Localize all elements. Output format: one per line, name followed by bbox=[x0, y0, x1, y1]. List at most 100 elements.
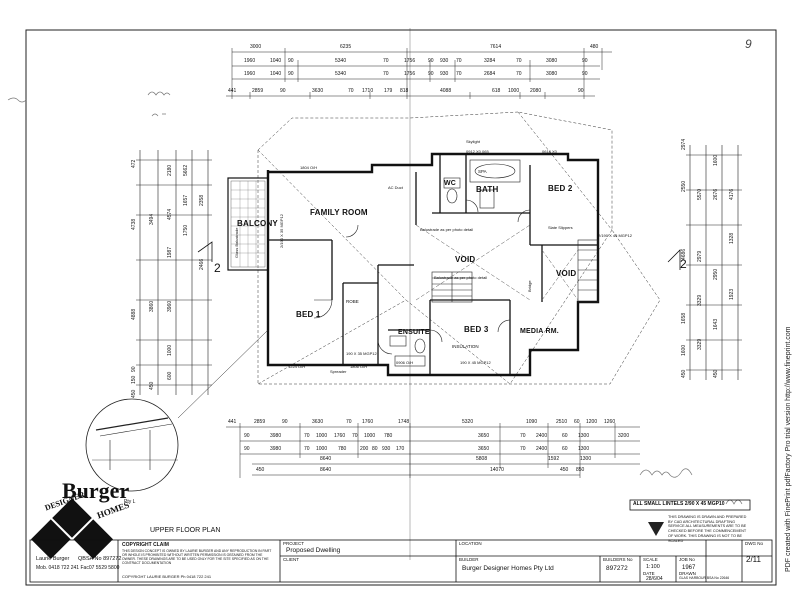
bottom-dim: 1760 bbox=[334, 433, 346, 439]
designer-name: Laurie Burger bbox=[36, 556, 70, 562]
left-dim: 450 bbox=[149, 381, 155, 390]
left-dim: 3860 bbox=[149, 300, 155, 312]
bottom-dim: 8640 bbox=[320, 456, 332, 462]
top-dim: 1756 bbox=[404, 71, 416, 77]
right-dim: 450 bbox=[713, 369, 719, 378]
pdf-watermark: PDF created with FinePrint pdfFactory Pr… bbox=[785, 326, 792, 572]
left-dim: 90 bbox=[131, 366, 137, 372]
right-dim: 2950 bbox=[713, 268, 719, 280]
top-dim: 90 bbox=[428, 58, 434, 64]
top-dim: 930 bbox=[440, 71, 449, 77]
top-dim: 70 bbox=[456, 58, 462, 64]
bottom-dim: 850 bbox=[576, 467, 585, 473]
top-dimension-chains bbox=[226, 48, 612, 99]
left-dim: 1000 bbox=[167, 344, 173, 356]
plan-title: UPPER FLOOR PLAN bbox=[150, 527, 221, 534]
top-dim: 4088 bbox=[440, 88, 452, 94]
right-dim: 3329 bbox=[697, 294, 703, 306]
right-dim: 4176 bbox=[729, 188, 735, 200]
bottom-dim: 1300 bbox=[578, 446, 590, 452]
top-dim: 1756 bbox=[404, 58, 416, 64]
left-dimension-chains bbox=[136, 150, 212, 395]
top-dim: 3630 bbox=[312, 88, 324, 94]
bottom-dim: 70 bbox=[304, 433, 310, 439]
project-value: Proposed Dwelling bbox=[286, 547, 341, 554]
top-dim: 3000 bbox=[250, 44, 262, 50]
bottom-dim: 1200 bbox=[586, 419, 598, 425]
top-dim: 7614 bbox=[490, 44, 502, 50]
left-dim: 5662 bbox=[183, 164, 189, 176]
date-value: 28/6/04 bbox=[646, 576, 663, 582]
room-label-robe: ROBE bbox=[346, 299, 359, 304]
room-label-bath: BATH bbox=[476, 185, 499, 194]
eave-detail-circle bbox=[85, 329, 269, 492]
bottom-dim: 3200 bbox=[618, 433, 630, 439]
bottom-dim: 14070 bbox=[490, 467, 504, 473]
right-dim: 3329 bbox=[697, 338, 703, 350]
room-label-insulation: INSULATION bbox=[452, 344, 479, 349]
annotation: Balustrade as per photo detail bbox=[434, 275, 488, 280]
left-dim: 4888 bbox=[131, 308, 137, 320]
annotation: Spreader bbox=[330, 369, 347, 374]
right-dim: 1600 bbox=[713, 154, 719, 166]
right-dim: 2676 bbox=[713, 188, 719, 200]
right-dim: 1923 bbox=[729, 288, 735, 300]
top-dim: 1960 bbox=[244, 58, 256, 64]
bottom-dim: 90 bbox=[282, 419, 288, 425]
annotation: 0912 X0 065 bbox=[466, 149, 489, 154]
bridge-stair-area bbox=[577, 239, 599, 303]
builders-no-label: BUILDERS No bbox=[603, 557, 633, 562]
left-dim: 3494 bbox=[149, 213, 155, 225]
annotation: AC Duct bbox=[388, 185, 403, 190]
bottom-dim: 3650 bbox=[478, 446, 490, 452]
left-dim: 2358 bbox=[199, 194, 205, 206]
builder-label: BUILDER bbox=[459, 557, 479, 562]
right-dim: 2979 bbox=[697, 250, 703, 262]
bottom-dim: 3650 bbox=[478, 433, 490, 439]
client-label: CLIENT bbox=[283, 557, 300, 562]
bottom-dim: 5320 bbox=[462, 419, 474, 425]
bottom-dim: 930 bbox=[382, 446, 391, 452]
top-dim: 90 bbox=[428, 71, 434, 77]
designer-qbsa: QBSA No 897272 bbox=[78, 556, 122, 562]
top-dim: 618 bbox=[492, 88, 501, 94]
bottom-dim: 70 bbox=[304, 446, 310, 452]
top-dim: 930 bbox=[440, 58, 449, 64]
left-dim: 1657 bbox=[183, 194, 189, 206]
right-dim: 5570 bbox=[697, 188, 703, 200]
annotation: 1804 O/H bbox=[300, 165, 318, 170]
bottom-dim: 1592 bbox=[548, 456, 560, 462]
section-marker-symbols bbox=[197, 241, 681, 270]
handwritten-marks bbox=[7, 91, 743, 505]
copyright-footer: COPYRIGHT LAURIE BURGER Ph 0418 722 241 bbox=[122, 574, 212, 579]
bottom-dim: 450 bbox=[560, 467, 569, 473]
annotation: 1224 O/H bbox=[288, 364, 306, 369]
date-label: DATE bbox=[643, 571, 655, 576]
dwg-value: 2/11 bbox=[746, 555, 761, 564]
bottom-dimension-chains bbox=[226, 423, 640, 478]
left-dim: 450 bbox=[131, 389, 137, 398]
top-dim: 818 bbox=[400, 88, 409, 94]
top-dim: 70 bbox=[383, 71, 389, 77]
bottom-dim: 2510 bbox=[556, 419, 568, 425]
room-label-balcony: BALCONY bbox=[237, 219, 278, 228]
room-label-media: MEDIA RM. bbox=[520, 328, 559, 335]
fixtures bbox=[389, 159, 521, 367]
lintels-note-box bbox=[629, 499, 751, 511]
lintels-note: ALL SMALL LINTELS 2/90 X 45 MGP10 bbox=[633, 501, 725, 507]
annotation: 0618 X0 bbox=[542, 149, 557, 154]
title-block-frame bbox=[29, 539, 773, 583]
top-dim: 90 bbox=[582, 58, 588, 64]
scale-label: SCALE bbox=[643, 557, 658, 562]
top-dim: 70 bbox=[456, 71, 462, 77]
room-label-bed3: BED 3 bbox=[464, 325, 489, 334]
bottom-dim: 1748 bbox=[398, 419, 410, 425]
left-dim: 2180 bbox=[167, 164, 173, 176]
top-dim: 1710 bbox=[362, 88, 374, 94]
top-dim: 5340 bbox=[335, 58, 347, 64]
right-dim: 2974 bbox=[681, 138, 687, 150]
job-label: JOB No bbox=[679, 557, 695, 562]
bottom-dim: 2400 bbox=[536, 433, 548, 439]
balcony-area bbox=[227, 177, 269, 271]
bottom-dim: 60 bbox=[562, 433, 568, 439]
